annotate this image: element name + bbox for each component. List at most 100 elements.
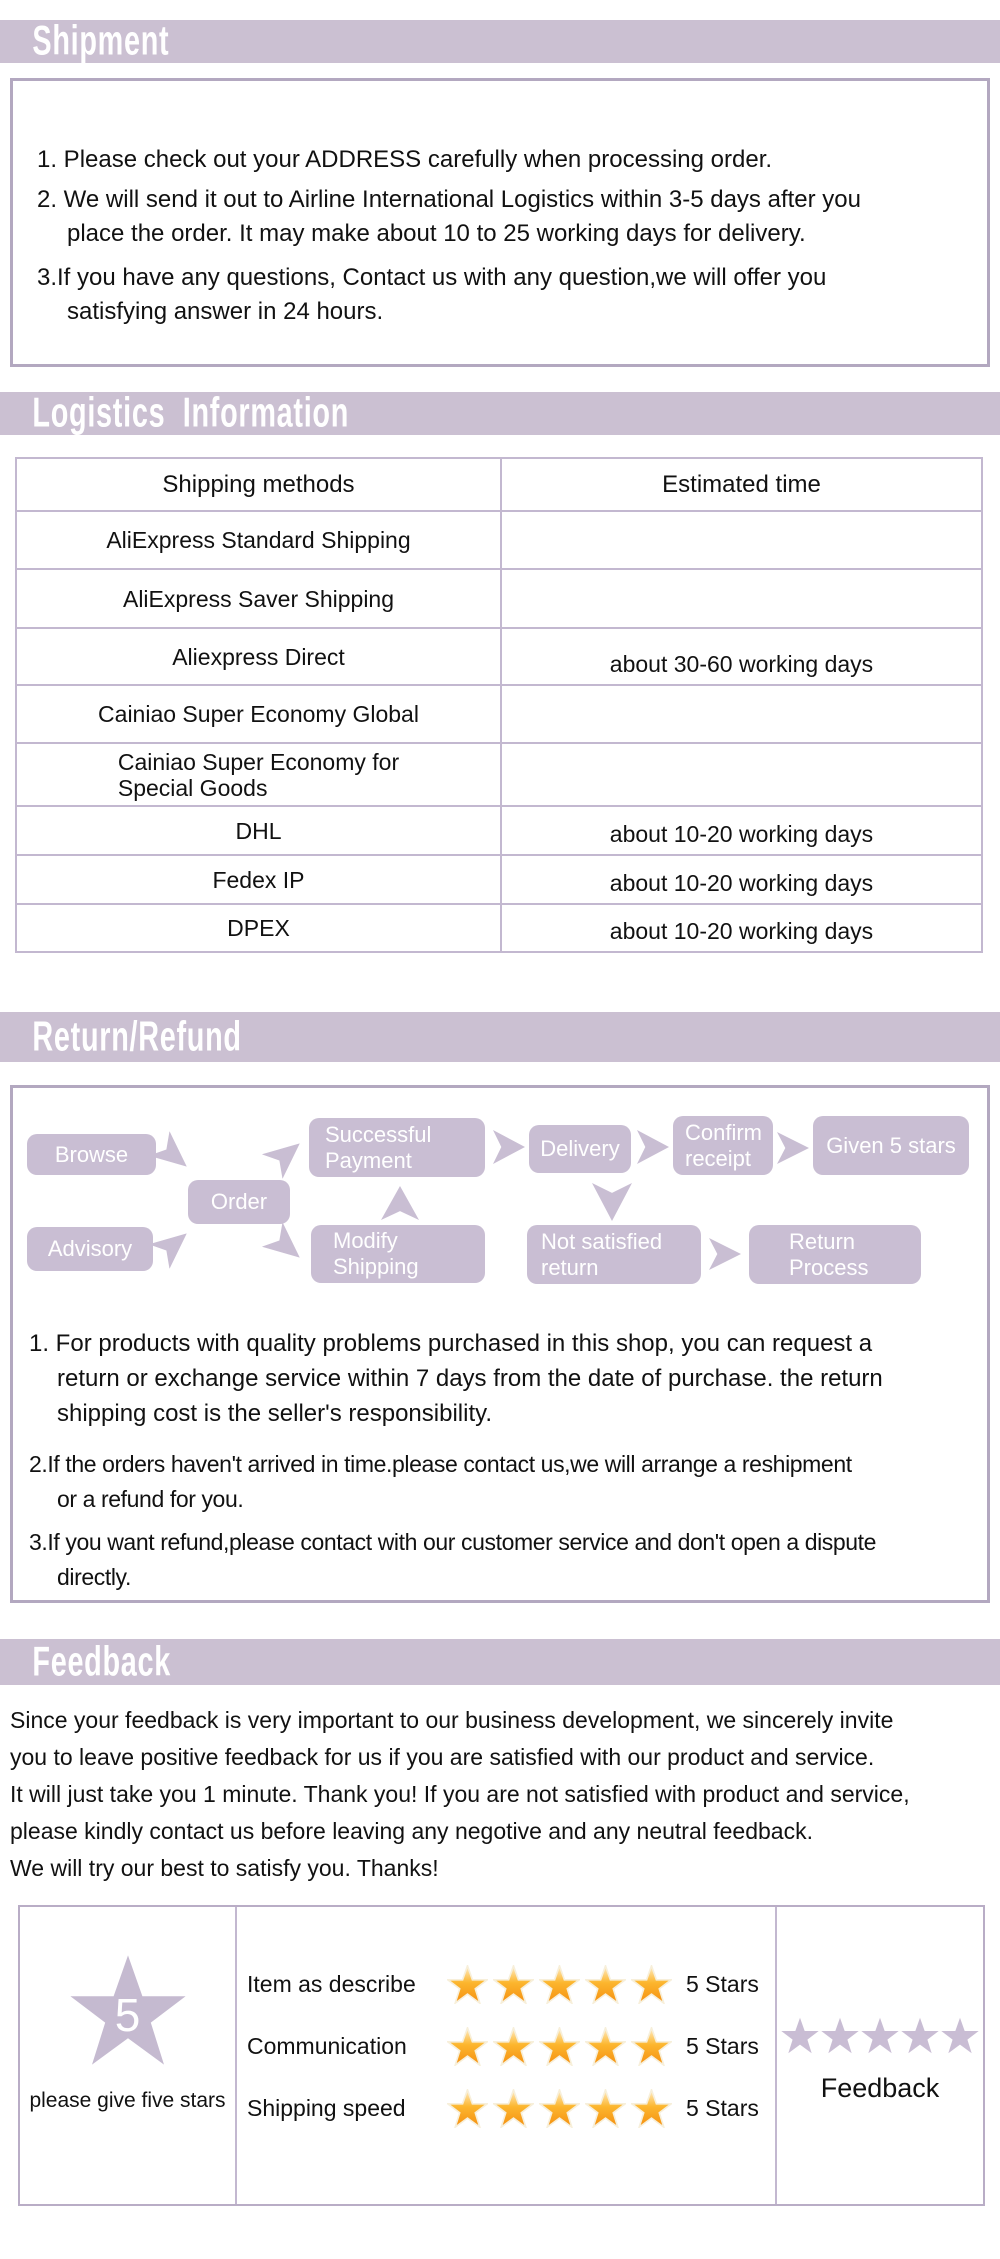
arrow-payment-to-delivery-icon	[493, 1130, 525, 1164]
arrow-order-to-modify-icon	[262, 1222, 310, 1270]
table-row: DPEX about 10-20 working days	[15, 903, 983, 953]
estimated-time-cell: about 10-20 working days	[500, 854, 983, 905]
gold-star-icon	[539, 2026, 580, 2066]
gold-star-rating	[447, 1964, 672, 2004]
flow-node-order: Order	[188, 1180, 290, 1224]
gold-star-icon	[539, 2088, 580, 2128]
estimated-time-cell	[500, 568, 983, 629]
arrow-return-to-process-icon	[709, 1238, 741, 1270]
arrow-delivery-to-confirm-icon	[637, 1130, 669, 1164]
rating-label: Communication	[247, 2032, 407, 2059]
rating-value: 5 Stars	[686, 2094, 759, 2121]
rating-row-shipping-speed: Shipping speed 5 Stars	[247, 2077, 775, 2139]
shipment-notice-item-2: 2. We will send it out to Airline Intern…	[37, 186, 861, 247]
arrow-confirm-to-stars-icon	[777, 1132, 809, 1164]
lavender-star-icon	[821, 2017, 859, 2054]
shipping-method-cell: DHL	[15, 805, 502, 856]
estimated-time-cell	[500, 742, 983, 807]
lavender-star-row	[780, 2017, 980, 2054]
flow-node-modify-shipping: Modify Shipping	[311, 1225, 485, 1283]
flow-node-browse: Browse	[27, 1134, 156, 1175]
arrow-browse-to-order-icon	[149, 1131, 197, 1179]
shipment-section-title: Shipment	[32, 17, 170, 65]
big-five-star-icon: 5	[68, 1952, 188, 2068]
estimated-time-cell	[500, 510, 983, 570]
shipping-method-cell: Fedex IP	[15, 854, 502, 905]
feedback-panel-right-cell: Feedback	[775, 1907, 983, 2204]
gold-star-icon	[631, 2026, 672, 2066]
flow-node-not-satisfied-return: Not satisfied return	[527, 1225, 701, 1284]
feedback-paragraph: Since your feedback is very important to…	[10, 1707, 910, 1881]
feedback-panel-left-cell: 5 please give five stars	[20, 1907, 235, 2204]
gold-star-icon	[447, 2026, 488, 2066]
arrow-delivery-to-return-icon	[592, 1183, 632, 1221]
table-row: Cainiao Super Economy Global	[15, 684, 983, 744]
table-header-row: Shipping methods Estimated time	[15, 457, 983, 512]
flow-node-advisory: Advisory	[27, 1227, 153, 1271]
rating-row-communication: Communication 5 Stars	[247, 2015, 775, 2077]
lavender-star-icon	[901, 2017, 939, 2054]
arrow-order-to-payment-icon	[262, 1131, 310, 1179]
return-policy-item-3: 3.If you want refund,please contact with…	[29, 1529, 877, 1590]
feedback-panel-rating-cell: Item as describe 5 Stars Communication	[235, 1907, 775, 2204]
return-policy-item-1: 1. For products with quality problems pu…	[29, 1330, 883, 1427]
return-refund-section-banner: Return/Refund	[0, 1012, 1000, 1062]
feedback-section-banner: Feedback	[0, 1638, 1000, 1685]
rating-label: Shipping speed	[247, 2094, 406, 2121]
gold-star-rating	[447, 2088, 672, 2128]
gold-star-icon	[585, 2088, 626, 2128]
return-refund-section-title: Return/Refund	[32, 1013, 242, 1060]
estimated-time-cell: about 30-60 working days	[500, 627, 983, 686]
shipping-method-cell: AliExpress Saver Shipping	[15, 568, 502, 629]
shipping-method-cell: AliExpress Standard Shipping	[15, 510, 502, 570]
table-row: Aliexpress Direct about 30-60 working da…	[15, 627, 983, 686]
estimated-time-cell	[500, 684, 983, 744]
flow-node-return-process: Return Process	[749, 1225, 921, 1284]
table-row: AliExpress Saver Shipping	[15, 568, 983, 629]
shipping-method-cell: Cainiao Super Economy Global	[15, 684, 502, 744]
rating-value: 5 Stars	[686, 2032, 759, 2059]
return-refund-box: Browse Order Advisory Successful Payment…	[10, 1085, 990, 1603]
gold-star-icon	[585, 1964, 626, 2004]
gold-star-rating	[447, 2026, 672, 2066]
logistics-table: Shipping methods Estimated time AliExpre…	[15, 457, 983, 953]
rating-value: 5 Stars	[686, 1970, 759, 1997]
feedback-panel: 5 please give five stars Item as describ…	[18, 1905, 985, 2206]
return-policy-item-2: 2.If the orders haven't arrived in time.…	[29, 1451, 852, 1512]
shipment-section-banner: Shipment	[0, 17, 1000, 65]
gold-star-icon	[447, 2088, 488, 2128]
arrow-advisory-to-order-icon	[149, 1221, 197, 1269]
gold-star-icon	[631, 2088, 672, 2128]
rating-label: Item as describe	[247, 1970, 416, 1997]
return-policy-list: 1. For products with quality problems pu…	[29, 1326, 977, 1595]
big-star-value: 5	[114, 1988, 141, 2041]
column-header-shipping-methods: Shipping methods	[15, 457, 502, 512]
table-row: DHL about 10-20 working days	[15, 805, 983, 856]
five-stars-caption: please give five stars	[29, 2089, 226, 2112]
lavender-star-icon	[941, 2017, 979, 2054]
estimated-time-cell: about 10-20 working days	[500, 805, 983, 856]
gold-star-icon	[631, 1964, 672, 2004]
flow-node-confirm-receipt: Confirm receipt	[673, 1116, 773, 1175]
gold-star-icon	[585, 2026, 626, 2066]
logistics-section-banner: Logistics Information	[0, 389, 1000, 437]
shipping-method-cell: Cainiao Super Economy for Special Goods	[15, 742, 502, 807]
flow-node-successful-payment: Successful Payment	[309, 1118, 485, 1177]
lavender-star-icon	[781, 2017, 819, 2054]
logistics-section-title: Logistics Information	[32, 389, 350, 437]
shipment-notice-item-3: 3.If you have any questions, Contact us …	[37, 264, 827, 325]
shipment-notice-box: 1. Please check out your ADDRESS careful…	[10, 78, 990, 367]
table-row: Fedex IP about 10-20 working days	[15, 854, 983, 905]
gold-star-icon	[493, 2026, 534, 2066]
table-row: AliExpress Standard Shipping	[15, 510, 983, 570]
shipment-notice-item-1: 1. Please check out your ADDRESS careful…	[37, 146, 773, 173]
shipping-method-cell: Aliexpress Direct	[15, 627, 502, 686]
arrow-modify-to-payment-icon	[381, 1186, 419, 1220]
flow-node-delivery: Delivery	[529, 1125, 631, 1173]
shipment-notice-list: 1. Please check out your ADDRESS careful…	[37, 143, 971, 329]
gold-star-icon	[539, 1964, 580, 2004]
gold-star-icon	[447, 1964, 488, 2004]
feedback-section-title: Feedback	[32, 1638, 172, 1685]
column-header-estimated-time: Estimated time	[500, 457, 983, 512]
